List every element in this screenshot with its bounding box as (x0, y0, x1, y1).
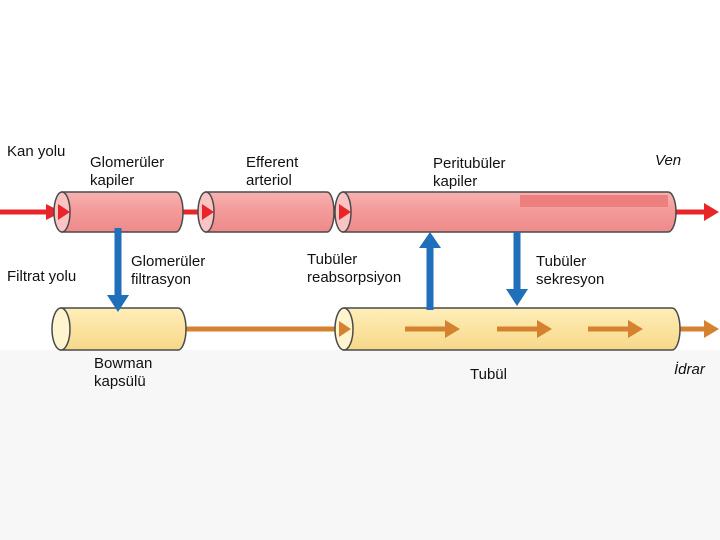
label-glomerular-filtration: Glomerüler filtrasyon (131, 253, 206, 288)
urine-outflow-arrowhead (704, 320, 719, 338)
tubule-flow-arrow-2 (497, 320, 552, 338)
filtrate-arrowhead-tubule-entry (339, 321, 351, 337)
tubular-secretion-arrow (506, 232, 528, 306)
label-tubular-secretion: Tubüler sekresyon (536, 253, 605, 288)
label-efferent-arteriole: Efferent arteriol (246, 154, 299, 189)
label-peritubular-capillary: Peritubüler kapiler (433, 155, 506, 190)
lower-background (0, 350, 720, 540)
label-urine: İdrar (674, 361, 705, 378)
label-blood-route: Kan yolu (7, 143, 66, 160)
tubule-flow-arrow-3 (588, 320, 643, 338)
bowman-capsule-tube (51, 307, 187, 351)
label-tubular-reabsorption: Tubüler reabsorpsiyon (307, 251, 402, 286)
peritubular-capillary-tube (334, 191, 677, 233)
blood-arrowhead-efferent (202, 204, 214, 220)
label-glomerular-capillary: Glomerüler kapiler (90, 154, 165, 189)
tubular-reabsorption-arrow (419, 232, 441, 310)
label-vein: Ven (655, 152, 682, 169)
tubule-flow-arrow-1 (405, 320, 460, 338)
blood-outflow-arrowhead (704, 203, 719, 221)
glomerular-capillary-tube (53, 191, 184, 233)
glomerular-filtration-arrow (107, 228, 129, 312)
label-bowman-capsule: Bowman kapsülü (94, 355, 153, 390)
efferent-arteriole-tube (197, 191, 335, 233)
blood-arrowhead-glomerular (58, 204, 70, 220)
label-filtrate-route: Filtrat yolu (7, 268, 77, 285)
label-tubule: Tubül (470, 366, 507, 383)
blood-arrowhead-peritubular (339, 204, 351, 220)
